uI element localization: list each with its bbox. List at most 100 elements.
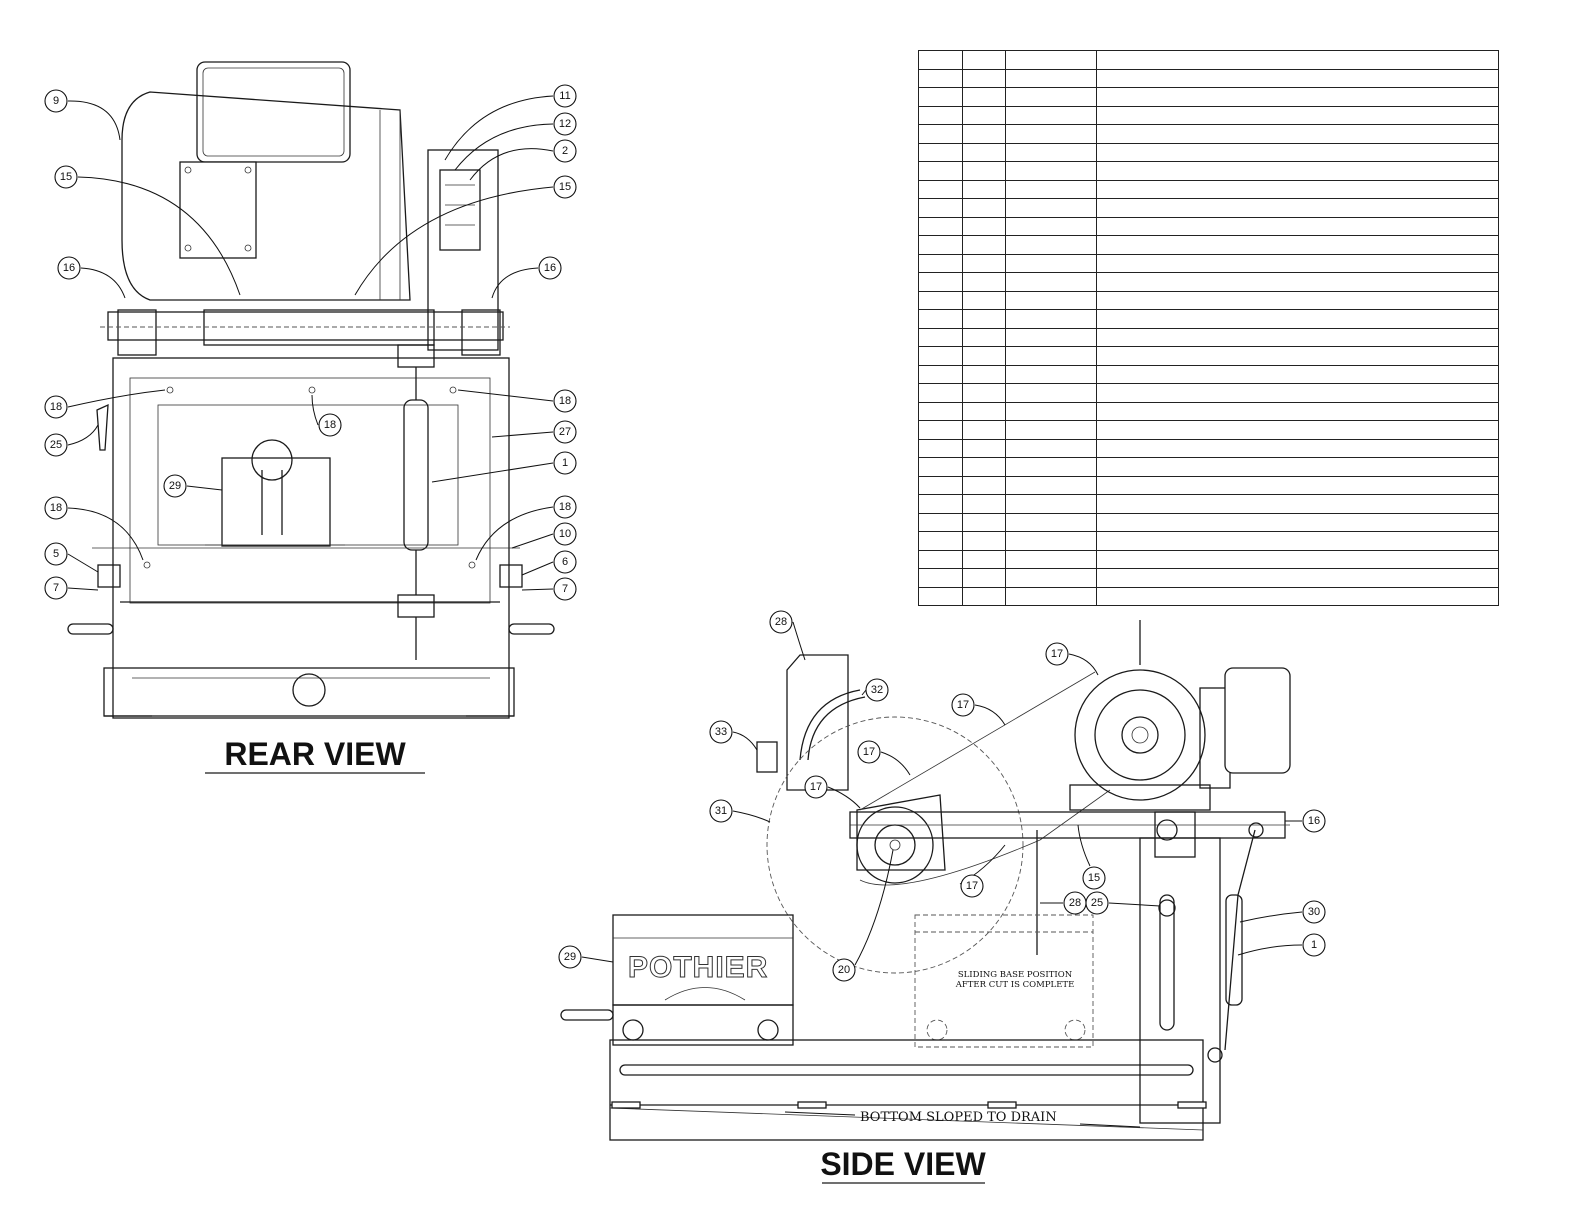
- parts-table-row: [918, 124, 1499, 144]
- parts-table-cell: [1096, 475, 1499, 495]
- parts-table-cell: [1096, 568, 1499, 588]
- parts-table-cell: [1005, 216, 1097, 236]
- parts-table-cell: [962, 87, 1006, 107]
- parts-table-cell: [1096, 235, 1499, 255]
- parts-table-cell: [1005, 531, 1097, 551]
- parts-table-cell: [962, 105, 1006, 125]
- callout: 17: [1051, 648, 1063, 660]
- callout: 17: [863, 746, 875, 758]
- callout: 1: [562, 457, 568, 469]
- callout: 5: [53, 548, 59, 560]
- parts-table-cell: [1005, 512, 1097, 532]
- parts-table-cell: [1096, 383, 1499, 403]
- parts-table-cell: [1005, 161, 1097, 181]
- callout: 15: [60, 171, 72, 183]
- parts-table-cell: [918, 142, 963, 162]
- parts-table-cell: [918, 50, 963, 70]
- callout: 31: [715, 805, 727, 817]
- parts-table-cell: [962, 494, 1006, 514]
- callout: 7: [562, 583, 568, 595]
- parts-table-cell: [962, 290, 1006, 310]
- callout: 33: [715, 726, 727, 738]
- parts-table-cell: [1096, 216, 1499, 236]
- parts-table-cell: [918, 253, 963, 273]
- callout: 12: [559, 118, 571, 130]
- parts-table-cell: [1096, 346, 1499, 366]
- parts-table-row: [918, 290, 1499, 310]
- parts-table-cell: [1096, 272, 1499, 292]
- parts-table-cell: [918, 68, 963, 88]
- parts-table-cell: [962, 253, 1006, 273]
- callout: 17: [966, 880, 978, 892]
- parts-table-cell: [1005, 383, 1097, 403]
- parts-table-row: [918, 50, 1499, 70]
- callout: 1: [1311, 939, 1317, 951]
- callout: 18: [324, 419, 336, 431]
- parts-table-row: [918, 568, 1499, 588]
- rear-view-callouts: 9 11 12 2 15 15 16 16 18 18 18 25 27 29 …: [44, 84, 577, 601]
- parts-table-cell: [1005, 364, 1097, 384]
- side-view-title: SIDE VIEW: [820, 1146, 986, 1182]
- parts-table-cell: [918, 235, 963, 255]
- parts-list-table: [918, 50, 1499, 606]
- parts-table-cell: [1005, 68, 1097, 88]
- parts-table-cell: [1005, 568, 1097, 588]
- callout: 18: [50, 401, 62, 413]
- parts-table-cell: [962, 420, 1006, 440]
- parts-table-cell: [1096, 549, 1499, 569]
- parts-table-cell: [918, 475, 963, 495]
- parts-table-row: [918, 272, 1499, 292]
- parts-table-cell: [962, 179, 1006, 199]
- parts-table-cell: [918, 364, 963, 384]
- callout: 30: [1308, 906, 1320, 918]
- parts-table-row: [918, 87, 1499, 107]
- parts-table-row: [918, 457, 1499, 477]
- parts-table-cell: [962, 272, 1006, 292]
- callout: 2: [562, 145, 568, 157]
- callout: 17: [810, 781, 822, 793]
- parts-table-cell: [962, 586, 1006, 606]
- parts-table-cell: [1096, 68, 1499, 88]
- parts-table-cell: [1096, 586, 1499, 606]
- parts-table-row: [918, 327, 1499, 347]
- callout: 28: [775, 616, 787, 628]
- callout: 15: [559, 181, 571, 193]
- parts-table-row: [918, 68, 1499, 88]
- parts-table-row: [918, 235, 1499, 255]
- brand-label: POTHIER: [628, 951, 768, 984]
- parts-table-cell: [1005, 290, 1097, 310]
- callout: 11: [559, 90, 570, 102]
- parts-table-cell: [1096, 457, 1499, 477]
- parts-table-cell: [1005, 50, 1097, 70]
- parts-table-row: [918, 142, 1499, 162]
- side-view-callouts: 28 32 33 17 17 17 17 17 31 16 15 28 25 3…: [558, 610, 1326, 982]
- parts-table-row: [918, 179, 1499, 199]
- parts-table-cell: [1005, 457, 1097, 477]
- callout: 25: [1091, 897, 1103, 909]
- rear-view: REAR VIEW: [67, 61, 555, 774]
- parts-table-row: [918, 475, 1499, 495]
- parts-table-cell: [918, 161, 963, 181]
- callout: 16: [1308, 815, 1320, 827]
- parts-table-cell: [918, 124, 963, 144]
- parts-table-cell: [918, 105, 963, 125]
- parts-table-cell: [1096, 50, 1499, 70]
- parts-table-cell: [918, 549, 963, 569]
- parts-table-cell: [1005, 253, 1097, 273]
- callout: 29: [564, 951, 576, 963]
- parts-table-cell: [962, 124, 1006, 144]
- parts-table-row: [918, 512, 1499, 532]
- parts-table-cell: [1005, 87, 1097, 107]
- parts-table-cell: [918, 198, 963, 218]
- parts-table-row: [918, 549, 1499, 569]
- callout: 20: [838, 964, 850, 976]
- callout: 18: [559, 395, 571, 407]
- parts-table-cell: [918, 309, 963, 329]
- parts-table-cell: [962, 346, 1006, 366]
- parts-table-row: [918, 586, 1499, 606]
- parts-table-cell: [1005, 179, 1097, 199]
- parts-table-cell: [1005, 198, 1097, 218]
- parts-table-cell: [1096, 161, 1499, 181]
- rear-view-title: REAR VIEW: [224, 736, 406, 772]
